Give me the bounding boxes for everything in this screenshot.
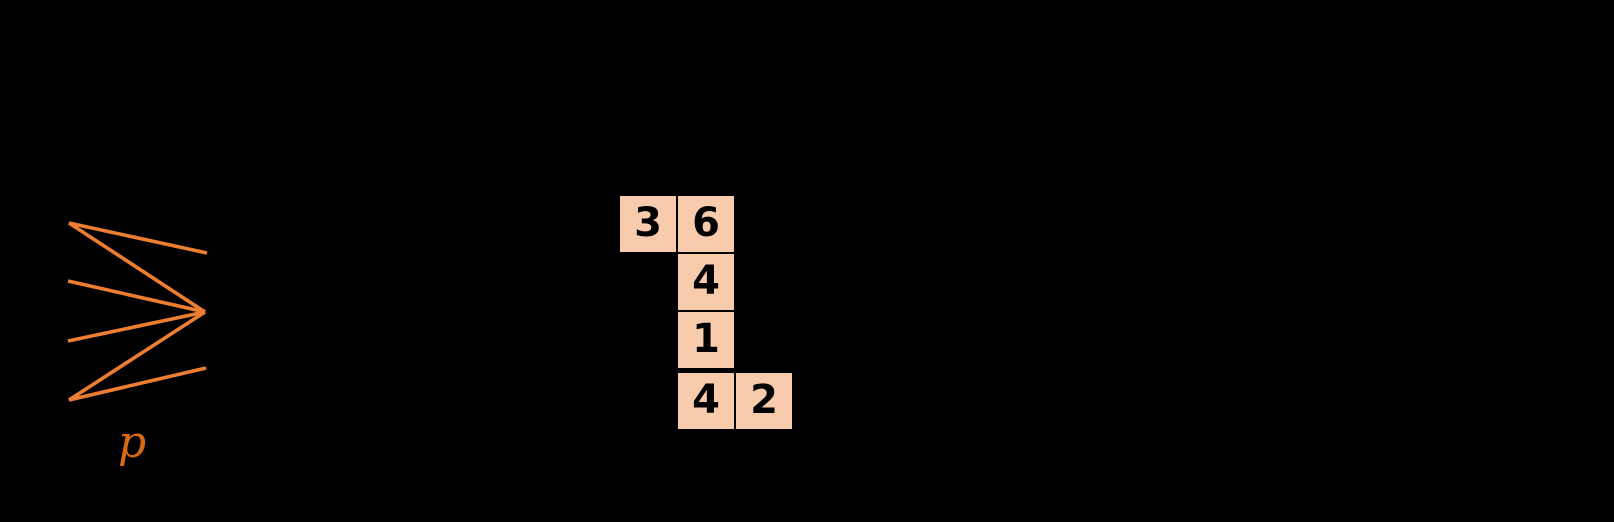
fan-line-B-E2	[68, 366, 207, 402]
grid-cell-2-value-4: 4	[676, 252, 736, 312]
fan-line-M2-P	[67, 310, 206, 343]
fan-line-B-P	[68, 310, 206, 402]
fan-line-A-P	[68, 221, 206, 314]
fan-line-A-E1	[68, 221, 208, 255]
grid-cell-0-value-3: 3	[618, 194, 678, 254]
grid-cell-3-value-1: 1	[676, 310, 736, 370]
grid-cell-5-value-2: 2	[734, 371, 794, 431]
point-p-label: p	[118, 417, 147, 468]
grid-cell-1-value-6: 6	[676, 194, 736, 254]
grid-cell-4-value-4: 4	[676, 371, 736, 431]
fan-line-M1-P	[67, 279, 206, 314]
